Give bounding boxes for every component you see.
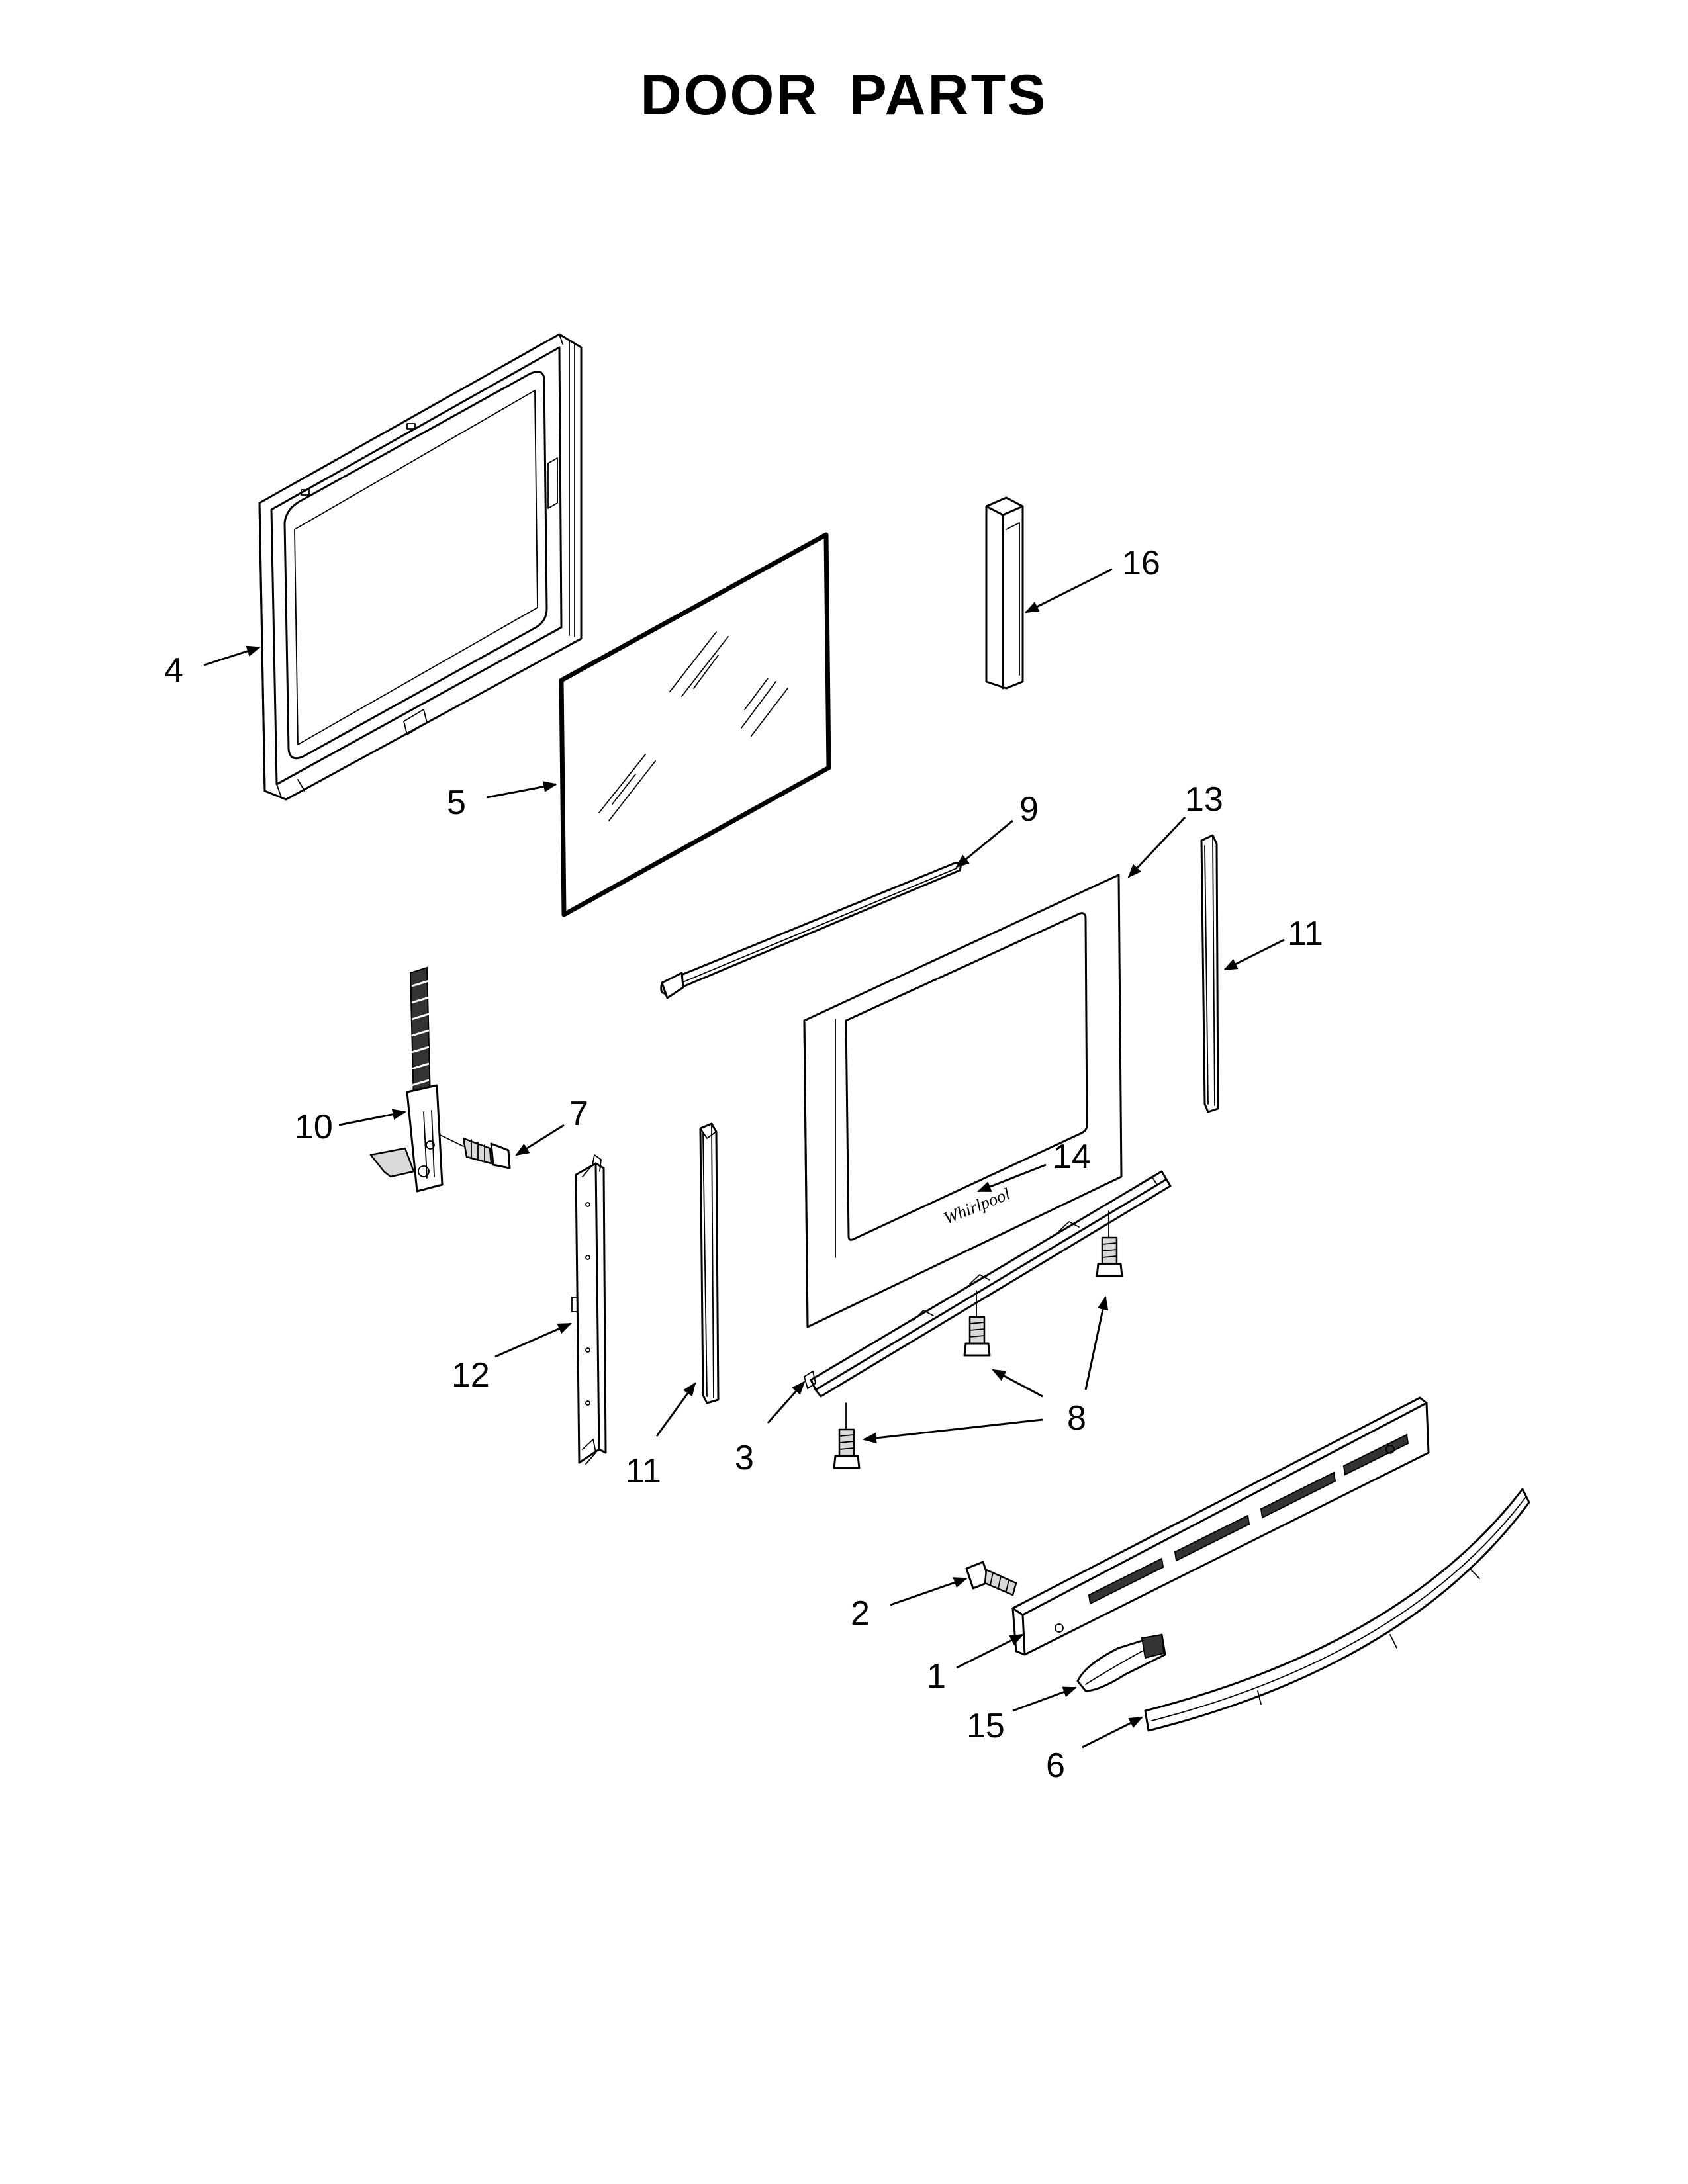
hinge-screw-part [440,1134,511,1169]
leader-lines [203,568,1285,1749]
door-glass-panel-part [559,532,831,917]
callout-13: 13 [1185,780,1223,819]
callout-9: 9 [1019,790,1039,829]
hinge-bracket-part [571,1154,607,1465]
callout-16: 16 [1122,544,1160,582]
side-trim-strip-right-part [1200,834,1219,1113]
callout-10: 10 [295,1108,333,1146]
bottom-trim-bracket-part [804,1170,1172,1398]
outer-door-panel-part: Whirlpool [803,874,1123,1328]
callout-4: 4 [164,651,183,690]
callout-1: 1 [927,1657,946,1696]
door-vent-bar-part [1011,1396,1430,1656]
callouts: 4 5 16 9 13 11 10 7 14 12 11 3 8 2 1 15 … [164,544,1323,1785]
handle-end-cap-part [1076,1633,1166,1692]
side-trim-strip-left-part [699,1122,720,1404]
door-screw-3-part [1096,1210,1123,1277]
callout-3: 3 [735,1439,754,1477]
door-hinge-part [369,966,444,1193]
callout-15: 15 [966,1707,1005,1745]
callout-6: 6 [1046,1747,1065,1785]
callout-11-right: 11 [1288,915,1323,953]
callout-11-left: 11 [626,1452,661,1490]
callout-12: 12 [451,1356,490,1394]
door-screw-2-part [963,1290,991,1357]
inner-door-frame-part [258,333,583,801]
channel-bracket-part [985,496,1024,690]
callout-7: 7 [569,1095,588,1133]
callout-2: 2 [851,1594,870,1633]
door-screw-1-part [833,1402,861,1469]
page-title: DOOR PARTS [640,64,1048,127]
handle-screw-part [965,1561,1017,1596]
callout-5: 5 [447,784,466,822]
door-handle-part [1144,1488,1530,1732]
callout-8: 8 [1067,1399,1086,1437]
callout-14: 14 [1053,1138,1091,1176]
